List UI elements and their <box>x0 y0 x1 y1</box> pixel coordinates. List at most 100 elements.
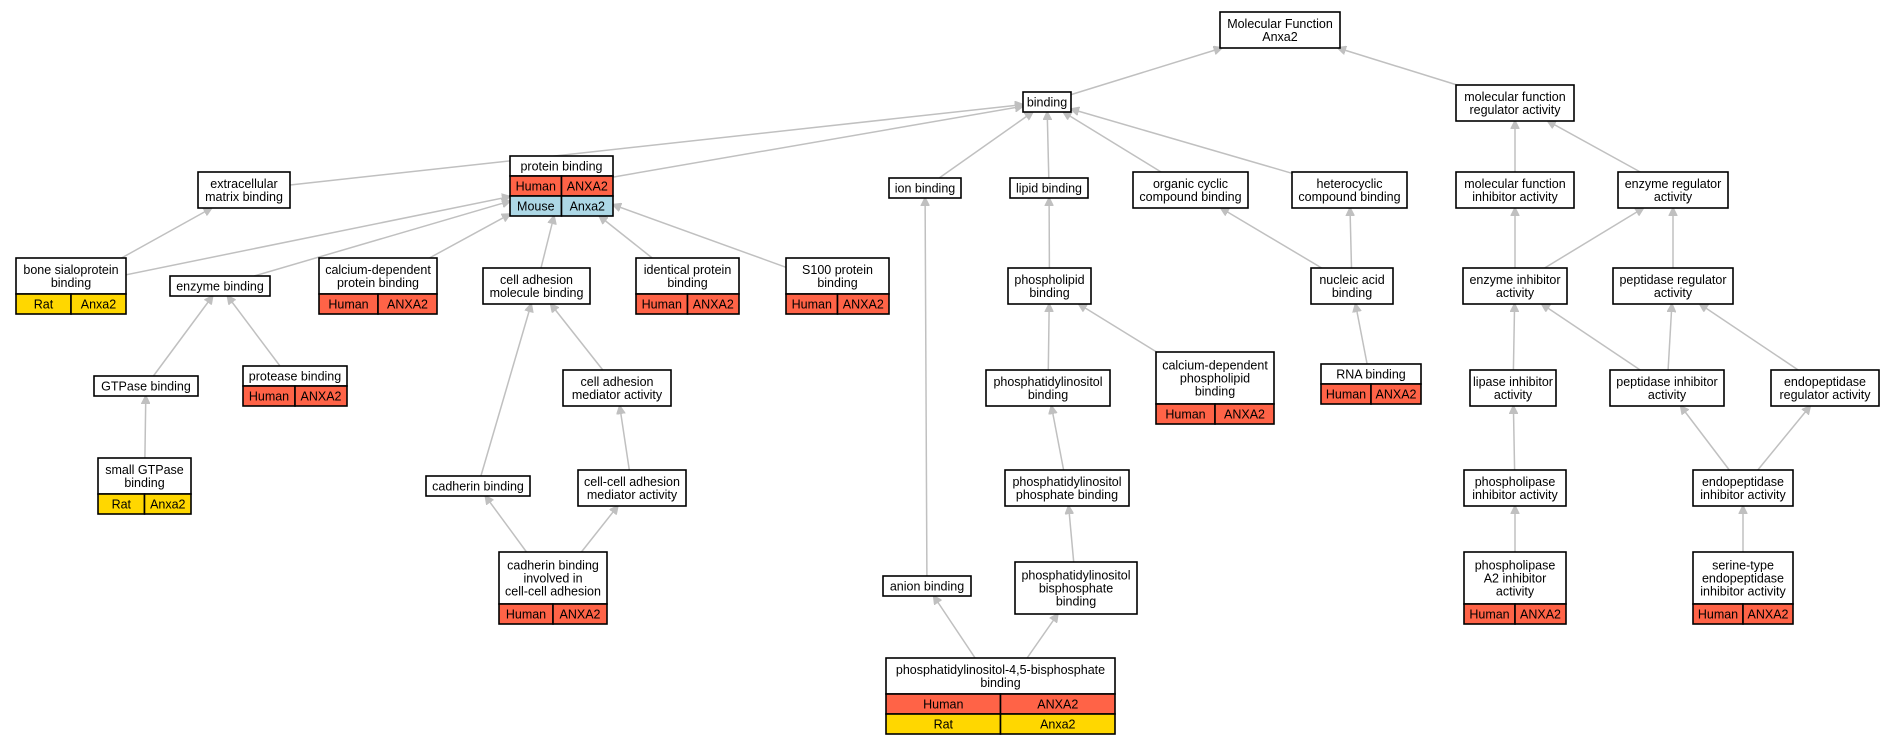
node-label: phosphatidylinositol <box>1012 475 1121 489</box>
gene-label: ANXA2 <box>387 298 428 312</box>
node-label: extracellular <box>210 177 277 191</box>
node-box <box>577 469 687 507</box>
node-box <box>197 171 291 209</box>
node-box <box>1612 267 1734 305</box>
node-box <box>1463 551 1567 605</box>
gene-label: ANXA2 <box>1224 408 1265 422</box>
node-box <box>1469 369 1557 407</box>
edge-epia-to-pia <box>1681 406 1730 471</box>
node-box <box>1291 171 1408 209</box>
node-box <box>15 257 127 295</box>
node-box <box>882 575 972 597</box>
go-term-node-anion[interactable]: anion binding <box>882 575 972 597</box>
edge-protein-to-binding <box>612 106 1023 178</box>
gene-label: Anxa2 <box>570 200 605 214</box>
edge-rna-to-nucleic <box>1356 304 1368 365</box>
node-label: inhibitor activity <box>1700 488 1786 502</box>
node-label: phospholipid <box>1014 273 1084 287</box>
node-label: cell adhesion <box>581 375 654 389</box>
go-term-node-capl[interactable]: calcium-dependentphospholipidbindingHuma… <box>1155 351 1275 425</box>
edge-ident-to-protein <box>599 216 653 259</box>
go-term-node-ion[interactable]: ion binding <box>888 177 962 199</box>
species-label: Human <box>1469 608 1509 622</box>
node-label: protein binding <box>520 160 602 174</box>
node-label: activity <box>1496 585 1535 599</box>
edge-cadep-to-protein <box>429 214 510 259</box>
gene-cell <box>377 293 438 315</box>
edge-enzyme-to-protein <box>253 201 510 277</box>
node-label: cadherin binding <box>507 559 599 573</box>
gene-label: ANXA2 <box>1748 608 1789 622</box>
node-label: ion binding <box>895 182 956 196</box>
edge-organic-to-binding <box>1063 112 1162 173</box>
species-label: Mouse <box>517 200 555 214</box>
gene-cell <box>1370 383 1422 405</box>
node-label: S100 protein <box>802 263 873 277</box>
go-term-node-cadherin[interactable]: cadherin binding <box>425 475 531 497</box>
edge-hetero-to-binding <box>1071 109 1293 175</box>
node-label: bone sialoprotein <box>23 263 118 277</box>
edge-plia-to-lia <box>1513 406 1514 471</box>
edge-nucleic-to-organic <box>1221 208 1323 269</box>
edge-s100-to-protein <box>613 205 787 269</box>
node-label: cell-cell adhesion <box>505 585 601 599</box>
node-label: inhibitor activity <box>1472 190 1558 204</box>
node-label: phosphate binding <box>1016 488 1118 502</box>
node-box <box>1770 369 1880 407</box>
go-term-node-gtpase[interactable]: GTPase binding <box>93 375 199 397</box>
go-term-node-enzyme[interactable]: enzyme binding <box>169 275 271 297</box>
species-label: Human <box>328 298 368 312</box>
gene-label: ANXA2 <box>843 298 884 312</box>
edge-camed-to-cam <box>551 304 604 371</box>
edge-ecm-to-binding <box>289 105 1023 186</box>
species-label: Human <box>506 608 546 622</box>
node-box <box>1004 469 1130 507</box>
edge-eia-to-era <box>1544 208 1644 269</box>
go-term-node-lipid[interactable]: lipid binding <box>1009 177 1089 199</box>
node-label: anion binding <box>890 580 964 594</box>
gene-cell <box>999 713 1116 735</box>
edge-anion-to-ion <box>925 198 927 577</box>
node-box <box>785 257 890 295</box>
go-term-node-binding[interactable]: binding <box>1022 91 1072 113</box>
node-box <box>1014 561 1138 615</box>
node-label: binding <box>1027 96 1067 110</box>
node-label: lipase inhibitor <box>1473 375 1553 389</box>
go-term-node-pip45[interactable]: phosphatidylinositol-4,5-bisphosphatebin… <box>885 657 1116 735</box>
gene-cell <box>294 385 348 407</box>
